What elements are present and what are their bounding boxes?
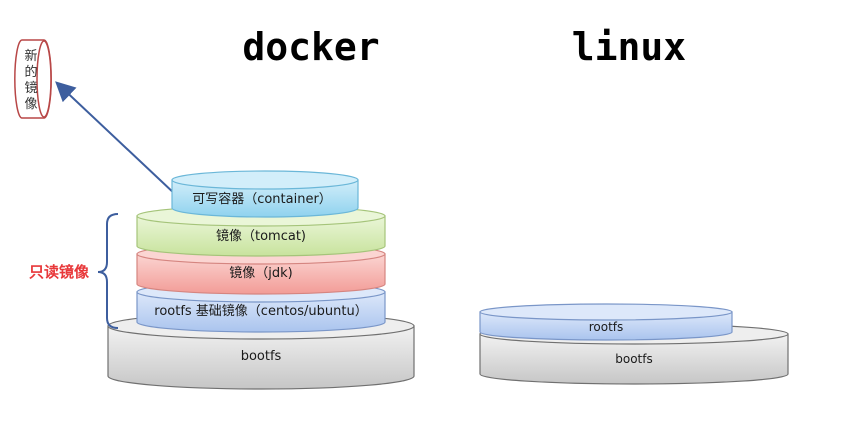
new-image-cylinder: 新 的 镜 像 [14,39,52,119]
new-image-char-1: 新 [24,48,37,64]
new-image-char-4: 像 [24,97,37,112]
readonly-label: 只读镜像 [29,263,90,281]
linux-rootfs-label: rootfs [589,320,624,334]
commit-arrow [55,81,177,196]
docker-title: docker [242,25,379,69]
new-image-char-2: 的 [24,64,37,80]
new-image-char-3: 镜 [24,81,37,96]
linux-title: linux [572,25,686,69]
docker-tomcat-label: 镜像（tomcat) [216,229,306,244]
docker-bootfs-label: bootfs [241,349,282,364]
docker-rootfs-label: rootfs 基础镜像（centos/ubuntu） [154,304,367,319]
linux-bootfs-label: bootfs [615,352,652,366]
docker-jdk-label: 镜像（jdk) [229,266,292,281]
docker-container-label: 可写容器（container） [192,191,332,207]
linux-rootfs-layer: rootfs [479,303,733,341]
readonly-brace [97,213,119,329]
docker-container-layer: 可写容器（container） [171,170,359,218]
